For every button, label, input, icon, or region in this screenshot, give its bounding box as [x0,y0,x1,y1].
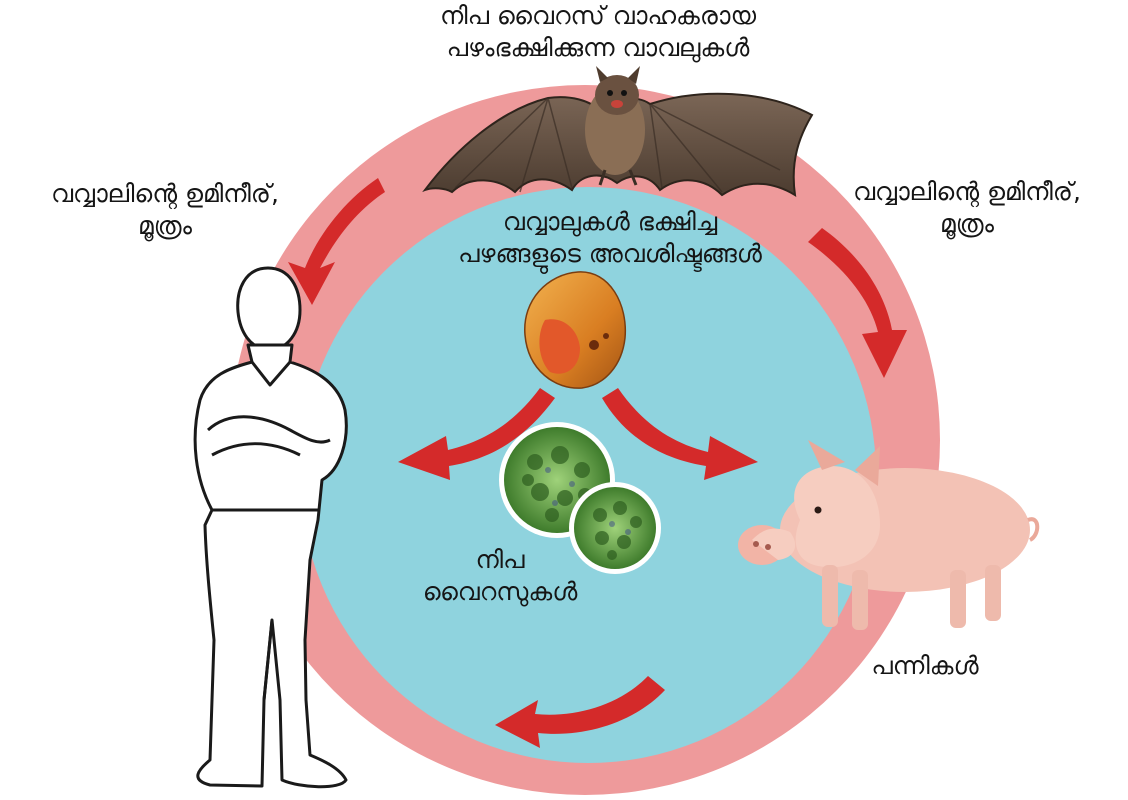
label-line: പഴങ്ങളുടെ അവശിഷ്ടങ്ങൾ [430,238,790,270]
label-right-transmission: വവ്വാലിന്റെ ഉമിനീര്, മൂത്രം [812,176,1122,240]
label-pigs: പന്നികൾ [850,650,1000,682]
label-line: നിപ വൈറസ് വാഹകരായ [418,0,778,32]
label-fruit-remains: വവ്വാലുകൾ ഭക്ഷിച്ച പഴങ്ങളുടെ അവശിഷ്ടങ്ങൾ [430,206,790,270]
label-line: പന്നികൾ [850,650,1000,682]
label-left-transmission: വവ്വാലിന്റെ ഉമിനീര്, മൂത്രം [10,178,320,242]
label-line: മൂത്രം [812,208,1122,240]
label-line: വൈറസുകൾ [400,576,600,608]
label-line: മൂത്രം [10,210,320,242]
label-line: വവ്വാലുകൾ ഭക്ഷിച്ച [430,206,790,238]
label-line: വവ്വാലിന്റെ ഉമിനീര്, [812,176,1122,208]
label-line: നിപ [400,544,600,576]
label-line: പഴംഭക്ഷിക്കുന്ന വാവലുകൾ [418,32,778,64]
bat-icon [425,66,812,195]
fruit-icon [525,272,626,388]
label-line: വവ്വാലിന്റെ ഉമിനീര്, [10,178,320,210]
label-viruses: നിപ വൈറസുകൾ [400,544,600,608]
label-bat-title: നിപ വൈറസ് വാഹകരായ പഴംഭക്ഷിക്കുന്ന വാവലുക… [418,0,778,64]
